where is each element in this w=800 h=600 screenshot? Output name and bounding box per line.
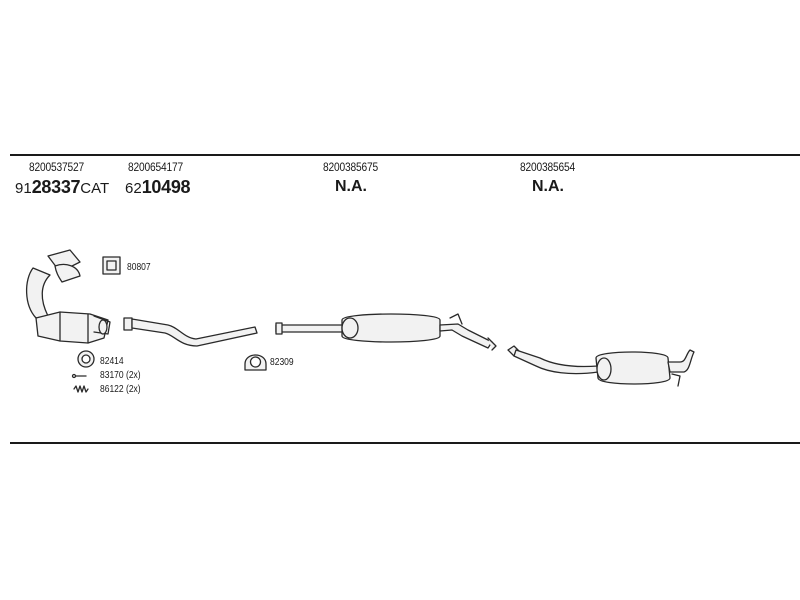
- spring-icon: [73, 385, 89, 393]
- column-middle-silencer: 8200385675 N.A.: [323, 160, 388, 196]
- not-available-label: N.A.: [532, 178, 564, 195]
- springs-part-number: 86122 (2x): [100, 384, 141, 395]
- catalytic-converter-icon: [25, 249, 111, 344]
- oem-number: 8200385675: [323, 160, 379, 174]
- column-front-pipe: 8200654177 6210498: [125, 160, 193, 197]
- part-reference: 9128337CAT: [15, 178, 109, 197]
- reference-suffix: CAT: [80, 180, 110, 197]
- column-catalytic-converter: 8200537527 9128337CAT: [15, 160, 109, 197]
- reference-prefix: 91: [15, 180, 32, 197]
- reference-number: 10498: [141, 177, 191, 197]
- part-reference: 6210498: [125, 178, 193, 197]
- column-rear-silencer: 8200385654 N.A.: [520, 160, 585, 196]
- middle-silencer-icon: [275, 313, 497, 351]
- reference-number: 28337: [31, 177, 81, 197]
- oem-number: 8200654177: [128, 160, 184, 174]
- ring-part-number: 82414: [100, 356, 124, 367]
- bolt-icon: [71, 373, 87, 379]
- rear-silencer-icon: [507, 345, 695, 387]
- oem-number: 8200537527: [29, 160, 85, 174]
- gasket-icon: [102, 256, 121, 275]
- reference-prefix: 62: [125, 180, 142, 197]
- oem-number: 8200385654: [520, 160, 576, 174]
- header-rule: [10, 154, 800, 156]
- clamp-icon: [244, 354, 267, 371]
- gasket-part-number: 80807: [127, 262, 151, 273]
- bolts-part-number: 83170 (2x): [100, 370, 141, 381]
- sealing-ring-icon: [77, 350, 95, 368]
- not-available-label: N.A.: [335, 178, 367, 195]
- footer-rule: [10, 442, 800, 444]
- front-pipe-icon: [123, 317, 258, 347]
- clamp-part-number: 82309: [270, 357, 294, 368]
